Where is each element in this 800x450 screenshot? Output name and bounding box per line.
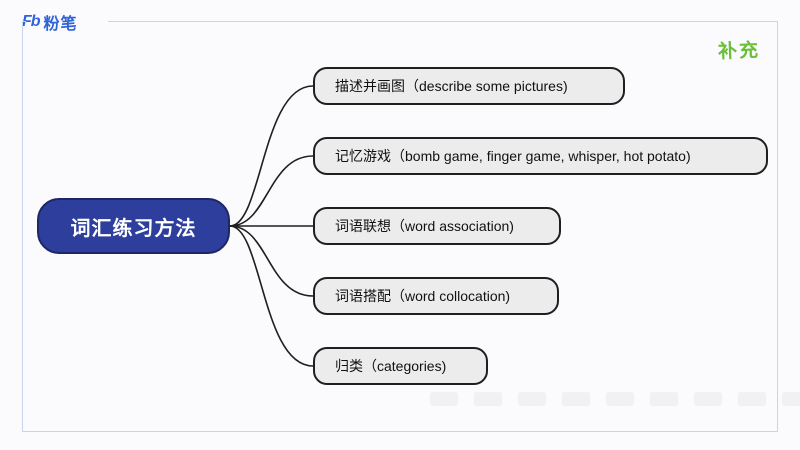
faded-watermark [430, 392, 800, 406]
branch-node-memory-games: 记忆游戏（bomb game, finger game, whisper, ho… [313, 137, 768, 175]
connector-4 [229, 225, 314, 297]
logo-mark: Fb [22, 13, 41, 30]
central-topic-node: 词汇练习方法 [37, 198, 230, 254]
branch-node-word-collocation: 词语搭配（word collocation) [313, 277, 559, 315]
slide-frame [22, 21, 778, 432]
slide-frame-top-left [22, 21, 26, 22]
connector-5 [229, 225, 314, 367]
connector-1 [229, 85, 314, 227]
branch-node-categories: 归类（categories) [313, 347, 488, 385]
slide-frame-top [108, 21, 778, 22]
connector-2 [229, 155, 314, 227]
branch-node-describe-pictures: 描述并画图（describe some pictures) [313, 67, 625, 105]
logo-text: 粉笔 [43, 16, 78, 33]
branch-node-word-association: 词语联想（word association) [313, 207, 561, 245]
fenbi-logo: Fb 粉笔 [22, 10, 78, 34]
